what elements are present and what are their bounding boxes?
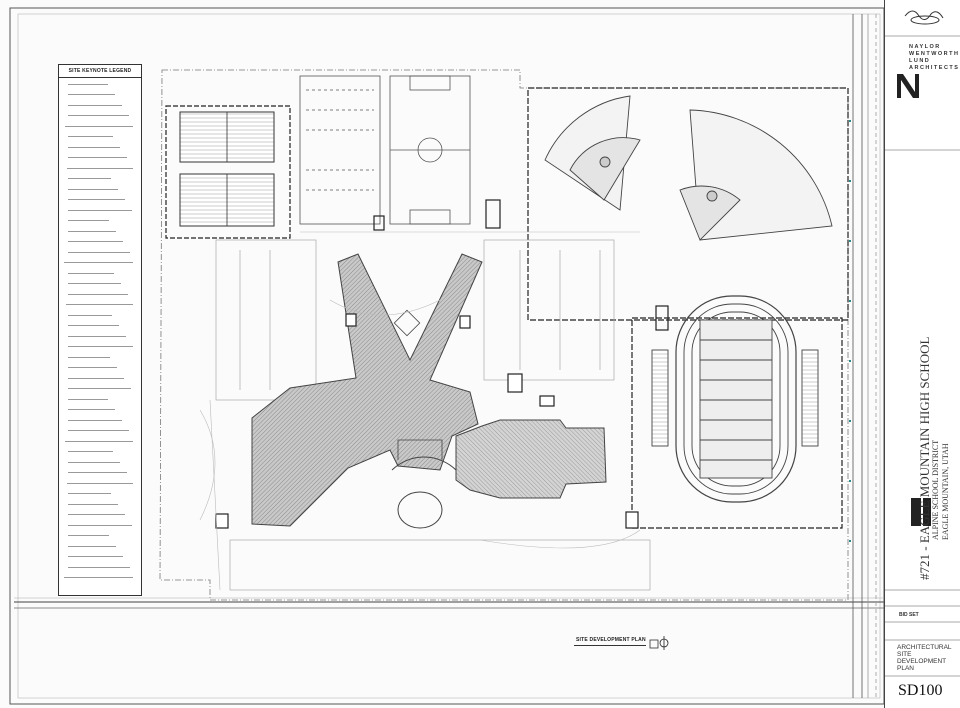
legend-row	[61, 510, 139, 521]
signature-icon	[904, 10, 944, 25]
legend-row	[61, 205, 139, 216]
legend-row	[61, 226, 139, 237]
caption-rule	[574, 645, 646, 646]
project-location: EAGLE MOUNTAIN, UTAH	[941, 443, 950, 540]
legend-row	[61, 541, 139, 552]
ball-fields	[527, 87, 849, 321]
tennis-courts	[165, 105, 291, 239]
legend-row	[61, 405, 139, 416]
legend-row	[61, 79, 139, 90]
legend-row	[61, 174, 139, 185]
legend-row	[61, 111, 139, 122]
legend-row	[61, 573, 139, 584]
legend-row	[61, 531, 139, 542]
legend-row	[61, 132, 139, 143]
legend-row	[61, 552, 139, 563]
legend-title: SITE KEYNOTE LEGEND	[59, 65, 141, 78]
legend-row	[61, 415, 139, 426]
legend-row	[61, 279, 139, 290]
practice-fields	[299, 75, 501, 231]
legend-row	[61, 468, 139, 479]
legend-row	[61, 489, 139, 500]
legend-row	[61, 321, 139, 332]
legend-row	[61, 268, 139, 279]
firm-name: NAYLOR WENTWORTH LUND ARCHITECTS	[909, 44, 960, 71]
legend-row	[61, 342, 139, 353]
issue-status: BID SET	[899, 612, 919, 618]
legend-row	[61, 520, 139, 531]
legend-row	[61, 142, 139, 153]
school-building	[251, 253, 607, 529]
legend-row	[61, 394, 139, 405]
legend-row	[61, 331, 139, 342]
sheet-number: SD100	[898, 682, 943, 699]
legend-row	[61, 216, 139, 227]
legend-row	[61, 457, 139, 468]
legend-row	[61, 258, 139, 269]
legend-row	[61, 153, 139, 164]
legend-row	[61, 426, 139, 437]
legend-row	[61, 436, 139, 447]
legend-row	[61, 163, 139, 174]
site-keynote-legend: SITE KEYNOTE LEGEND	[58, 64, 142, 596]
parking	[215, 239, 651, 591]
legend-row	[61, 90, 139, 101]
legend-row	[61, 384, 139, 395]
legend-row	[61, 184, 139, 195]
legend-row	[61, 310, 139, 321]
sheet-title: ARCHITECTURAL SITE DEVELOPMENT PLAN	[897, 644, 952, 672]
legend-row	[61, 478, 139, 489]
legend-row	[61, 247, 139, 258]
north-arrow-icon	[659, 636, 669, 650]
legend-row	[61, 562, 139, 573]
district-logo-icon	[911, 498, 931, 526]
legend-row	[61, 100, 139, 111]
title-block: NAYLOR WENTWORTH LUND ARCHITECTS #721 - …	[884, 0, 960, 708]
legend-row	[61, 289, 139, 300]
site-boundary	[14, 69, 884, 609]
legend-row	[61, 300, 139, 311]
legend-row	[61, 237, 139, 248]
plan-caption: SITE DEVELOPMENT PLAN	[576, 637, 646, 643]
road-right	[852, 14, 877, 698]
project-district: ALPINE SCHOOL DISTRICT	[931, 439, 940, 540]
legend-row	[61, 195, 139, 206]
firm-logo-icon	[897, 74, 919, 98]
legend-row	[61, 363, 139, 374]
legend-row	[61, 373, 139, 384]
legend-row	[61, 447, 139, 458]
track-and-field	[631, 295, 843, 529]
legend-rows	[61, 79, 139, 593]
legend-row	[61, 352, 139, 363]
legend-row	[61, 499, 139, 510]
legend-row	[61, 121, 139, 132]
